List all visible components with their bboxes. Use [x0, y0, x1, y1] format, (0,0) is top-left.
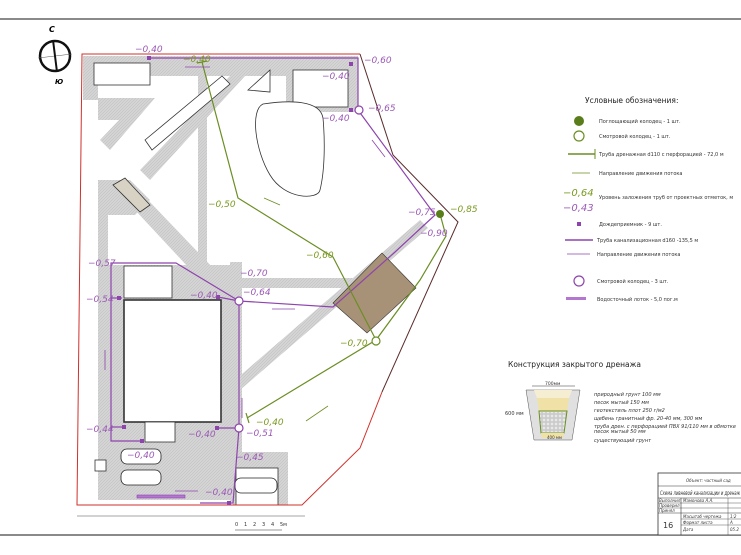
legend-item: Труба дренажная d110 с перфорацией - 72,… [598, 151, 724, 158]
level-label: −0,75 [408, 208, 436, 218]
layer-label: существующий грунт [594, 438, 652, 444]
param-value: 05.2 [730, 527, 739, 532]
site-boundary [76, 53, 383, 506]
scale-tick: 0 [235, 522, 238, 528]
level-label: −0,70 [340, 339, 368, 349]
legend-item: Поглощающий колодец - 1 шт. [599, 118, 681, 125]
layer-label: щебень гранитный фр. 20-40 мм, 300 мм [594, 416, 702, 422]
inlet-icon [577, 222, 581, 226]
level-label: −0,40 [135, 45, 163, 55]
author-name: Мамонова А.А. [683, 498, 714, 503]
legend-item: Направление движения потока [597, 252, 680, 258]
purple-level-labels: −0,40 −0,40 −0,60 −0,40 −0,65 −0,40 −0,5… [86, 45, 448, 498]
house [123, 299, 222, 423]
object-name: Объект: частный сад [686, 478, 731, 483]
role-label: Проверил [659, 503, 680, 508]
title-block: Объект: частный сад Схема ливневой канал… [657, 472, 741, 536]
level-label: −0,65 [368, 104, 396, 114]
scale-bar: 0 1 2 3 4 5м [235, 522, 287, 531]
legend-item: Смотровой колодец - 3 шт. [597, 278, 669, 285]
section-height: 600 мм [505, 411, 524, 417]
level-label: −0,40 [256, 418, 284, 428]
storm-sewer-pipe [110, 57, 436, 504]
legend-item: Смотровой колодец - 1 шт. [599, 133, 671, 140]
layer-label: песок мытый 50 мм [594, 429, 646, 435]
absorption-well-icon [574, 116, 584, 126]
channel-icon [566, 297, 586, 300]
level-label: −0,45 [236, 453, 264, 463]
purple-inspection-wells [234, 105, 364, 433]
sheet-title: Схема ливневой канализации и дренаж [660, 490, 740, 497]
level-label: −0,40 [322, 72, 350, 82]
level-label: −0,44 [86, 425, 114, 435]
level-label: −0,60 [306, 251, 334, 261]
inspection-well-icon [573, 130, 585, 142]
level-label: −0,40 [190, 291, 218, 301]
level-label: −0,40 [205, 488, 233, 498]
level-label: −0,64 [243, 288, 271, 298]
level-label: −0,50 [208, 200, 236, 210]
drain-channel [136, 494, 186, 499]
param-label: Масштаб чертежа [683, 514, 722, 519]
layer-label: песок мытый 150 мм [594, 400, 649, 406]
legend: Условные обозначения: Поглощающий колоде… [563, 96, 733, 303]
level-label: −0,51 [246, 429, 274, 439]
role-label: Принял [659, 508, 675, 513]
section-title: Конструкция закрытого дренажа [508, 360, 641, 369]
layer-label: труба дрен. с перфорацией ПВХ 91/110 мм … [594, 424, 736, 430]
level-label: −0,40 [188, 430, 216, 440]
absorption-well [436, 210, 444, 218]
param-value: 1:2 [730, 514, 737, 519]
level-label: −0,54 [86, 295, 114, 305]
drainage-section: Конструкция закрытого дренажа 700мм 600 … [505, 360, 736, 444]
legend-sample-green: −0,64 [563, 188, 594, 199]
site-boundary-east [359, 53, 459, 393]
legend-item: Уровень заложения труб от проектных отме… [599, 195, 733, 201]
level-label: −0,85 [450, 205, 478, 215]
scale-tick: 1 [244, 522, 247, 528]
level-label: −0,60 [364, 56, 392, 66]
param-value: А [729, 520, 733, 525]
inspection-well-icon [573, 275, 585, 287]
compass-north-label: С [49, 25, 55, 34]
scale-tick: 2 [253, 522, 256, 528]
legend-item: Труба канализационная d160 -135,5 м [596, 238, 698, 244]
legend-item: Дождеприемник - 9 шт. [599, 222, 662, 228]
layer-label: природный грунт 100 мм [594, 392, 661, 398]
level-label: −0,57 [88, 259, 116, 269]
section-width: 700мм [545, 381, 560, 387]
green-inspection-well [371, 336, 381, 346]
legend-title: Условные обозначения: [585, 96, 678, 105]
level-label: −0,90 [420, 229, 448, 239]
green-level-labels: −0,40 −0,50 −0,60 −0,70 −0,85 −0,40 [183, 55, 478, 428]
level-label: −0,40 [127, 451, 155, 461]
layer-label: геотекстиль плот 250 г/м2 [594, 408, 665, 414]
compass-south-label: Ю [55, 78, 63, 86]
legend-item: Направление движения потока [599, 171, 682, 177]
role-label: Выполнил [659, 498, 681, 503]
flow-arrows [104, 66, 386, 492]
scale-tick: 4 [271, 522, 274, 528]
storm-inlets [117, 56, 353, 505]
section-bottom-width: 400 мм [547, 435, 562, 440]
legend-sample-purple: −0,43 [563, 203, 594, 214]
wooden-deck [332, 252, 417, 334]
level-label: −0,40 [183, 55, 211, 65]
compass-icon: С Ю [37, 25, 73, 86]
drainage-pipe [196, 60, 447, 424]
legend-item: Водосточный лоток - 5,0 пог.м [597, 296, 678, 303]
parked-cars [120, 448, 278, 494]
structures [93, 62, 349, 506]
param-label: Дата [682, 527, 694, 532]
scale-tick: 3 [262, 522, 265, 528]
sheet-number: 16 [663, 521, 673, 530]
param-label: Формат листа [683, 520, 713, 525]
level-label: −0,40 [322, 114, 350, 124]
level-label: −0,70 [240, 269, 268, 279]
scale-tick: 5м [280, 522, 287, 528]
